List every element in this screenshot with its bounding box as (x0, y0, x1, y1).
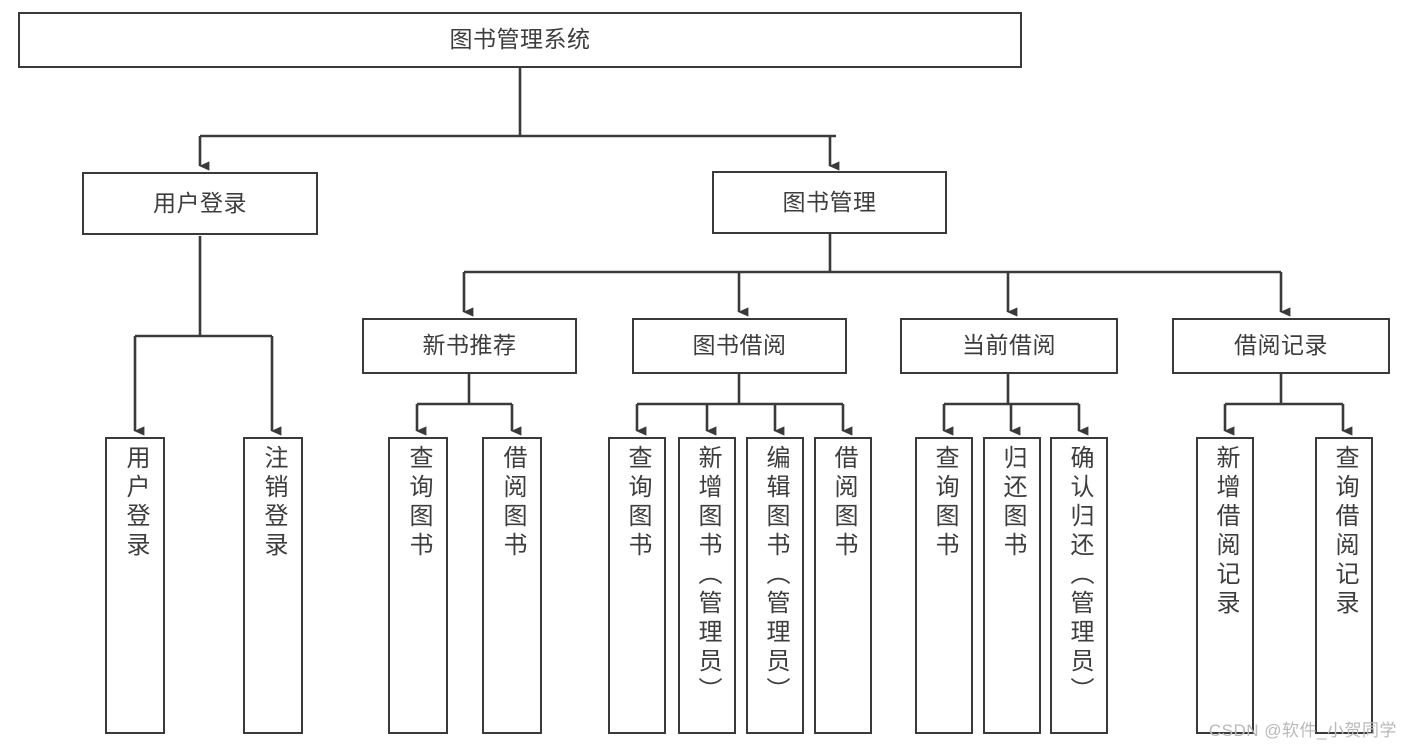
node-label: 注销登录 (260, 445, 287, 561)
leaf-edit-book-admin[interactable]: 编辑图书（管理员） (746, 437, 804, 734)
leaf-borrow-book[interactable]: 借阅图书 (814, 437, 872, 734)
node-current-borrow[interactable]: 当前借阅 (900, 318, 1118, 374)
leaf-borrow-book-recommend[interactable]: 借阅图书 (482, 437, 542, 734)
leaf-query-borrow-record[interactable]: 查询借阅记录 (1315, 437, 1373, 734)
node-label: 查询借阅记录 (1331, 445, 1358, 619)
leaf-return-book[interactable]: 归还图书 (983, 437, 1041, 734)
node-label: 当前借阅 (962, 332, 1056, 359)
node-label: 借阅图书 (499, 445, 526, 561)
node-label: 图书借阅 (692, 332, 787, 359)
node-label: 查询图书 (624, 445, 651, 561)
leaf-query-book-recommend[interactable]: 查询图书 (388, 437, 448, 734)
node-label: 新增借阅记录 (1212, 445, 1239, 619)
leaf-query-book-current[interactable]: 查询图书 (915, 437, 973, 734)
node-label: 归还图书 (999, 445, 1026, 561)
node-label: 用户登录 (122, 445, 149, 561)
leaf-confirm-return-admin[interactable]: 确认归还（管理员） (1050, 437, 1108, 734)
node-root-system[interactable]: 图书管理系统 (18, 12, 1022, 68)
leaf-user-login[interactable]: 用户登录 (105, 437, 165, 734)
node-label: 查询图书 (931, 445, 958, 561)
node-label: 图书管理 (782, 188, 877, 215)
node-borrow-record[interactable]: 借阅记录 (1172, 318, 1390, 374)
node-book-management[interactable]: 图书管理 (712, 171, 947, 234)
node-label: 借阅图书 (830, 445, 857, 561)
node-label: 用户登录 (153, 189, 247, 216)
leaf-query-book-borrow[interactable]: 查询图书 (608, 437, 666, 734)
node-label: 确认归还（管理员） (1066, 445, 1093, 706)
node-user-login[interactable]: 用户登录 (82, 172, 318, 235)
leaf-logout[interactable]: 注销登录 (243, 437, 303, 734)
node-new-book-recommend[interactable]: 新书推荐 (362, 318, 577, 374)
node-book-borrow[interactable]: 图书借阅 (632, 318, 847, 374)
leaf-add-book-admin[interactable]: 新增图书（管理员） (678, 437, 736, 734)
node-label: 查询图书 (405, 445, 432, 561)
node-label: 借阅记录 (1234, 332, 1328, 359)
node-label: 图书管理系统 (449, 26, 591, 53)
watermark: CSDN @软件_小贺同学 (1208, 721, 1397, 740)
node-label: 新增图书（管理员） (694, 445, 721, 706)
node-label: 编辑图书（管理员） (762, 445, 789, 706)
leaf-add-borrow-record[interactable]: 新增借阅记录 (1196, 437, 1254, 734)
node-label: 新书推荐 (422, 332, 517, 359)
